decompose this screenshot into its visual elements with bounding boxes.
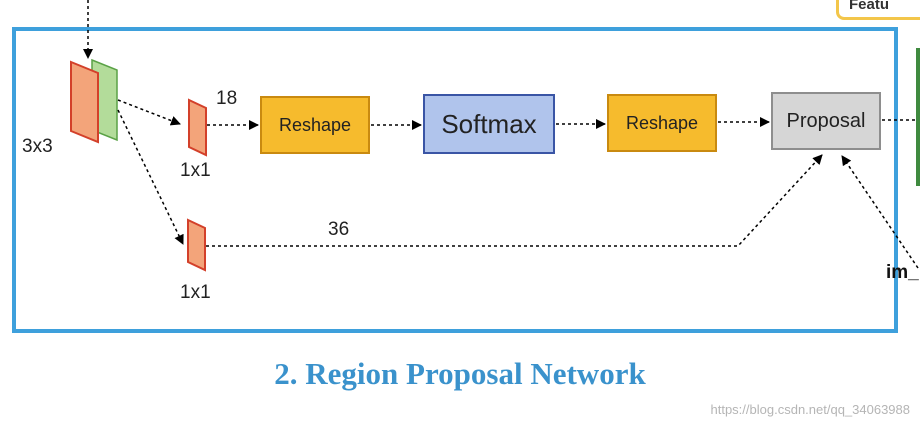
reg-conv-label: 1x1 xyxy=(180,282,211,303)
diagram-title: 2. Region Proposal Network xyxy=(274,356,646,391)
proposal-box: Proposal xyxy=(771,92,881,150)
branch-to-reg xyxy=(117,109,184,245)
softmax-box-label: Softmax xyxy=(441,108,537,139)
rpn-frame xyxy=(12,27,898,333)
branch-to-cls xyxy=(117,99,181,126)
im-info-to-proposal-arrow xyxy=(841,155,919,269)
watermark: https://blog.csdn.net/qq_34063988 xyxy=(710,402,911,417)
reg-to-proposal-arrow xyxy=(206,154,823,247)
cls-channels-label: 18 xyxy=(216,88,238,109)
conv3x3-plane-orange xyxy=(70,60,99,144)
conv3x3-label: 3x3 xyxy=(22,136,53,157)
softmax-box: Softmax xyxy=(423,94,555,154)
cls-conv-label: 1x1 xyxy=(180,160,211,181)
reshape-box-1-label: Reshape xyxy=(278,114,352,135)
reg-channels-label: 36 xyxy=(328,219,350,240)
feature-map-label: Featu xyxy=(849,0,890,13)
reshape-box-2: Reshape xyxy=(607,94,717,152)
reshape-box-2-label: Reshape xyxy=(625,112,699,133)
cls-conv1x1-plane xyxy=(188,98,207,157)
im-info-label: im_ xyxy=(886,262,919,283)
proposal-box-label: Proposal xyxy=(786,109,866,132)
green-block-partial xyxy=(916,48,920,186)
reg-conv1x1-plane xyxy=(187,218,206,272)
reshape-box-1: Reshape xyxy=(260,96,370,154)
feature-map-box-partial: Featu xyxy=(836,0,920,20)
